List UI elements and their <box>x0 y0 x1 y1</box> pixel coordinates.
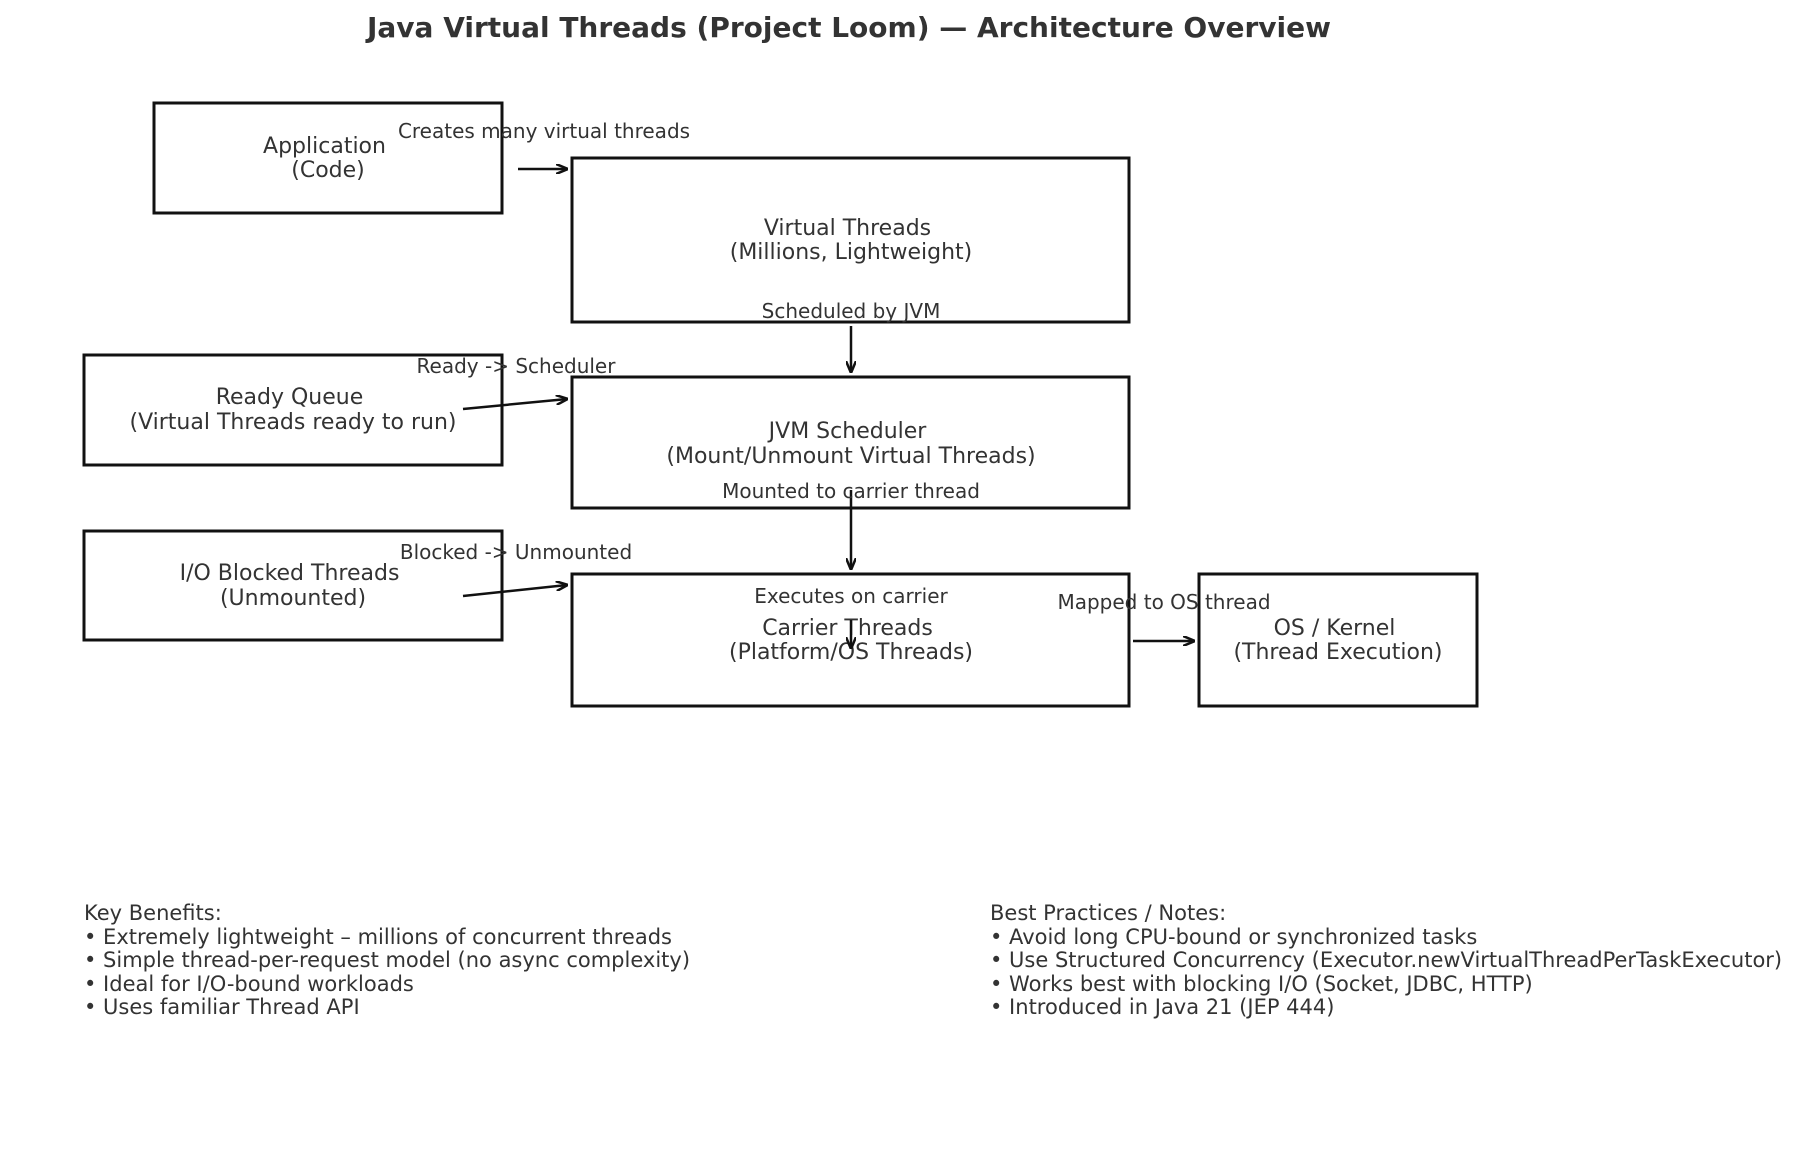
node-application-box <box>152 101 504 215</box>
svg-text:JVM Scheduler (Mount/Unm: JVM Scheduler (Mount/Unmount Virtual Thr… <box>666 419 1035 469</box>
edge-ready-queue-to-scheduler: Ready -> Scheduler <box>417 354 617 411</box>
edge-carrier-executes-label: Executes on carrier <box>754 584 948 608</box>
node-io-blocked-threads-box <box>82 529 504 642</box>
best-practices-item: • Avoid long CPU-bound or synchronized t… <box>990 925 1477 949</box>
edge-carrier-to-os-label: Mapped to OS thread <box>1057 590 1270 614</box>
key-benefits-item: • Extremely lightweight – millions of co… <box>84 925 672 949</box>
node-ready-queue: Ready Queue (Virtual Threads ready to ru… <box>82 353 504 467</box>
edge-app-to-virtual-threads: Creates many virtual threads <box>398 119 690 169</box>
svg-text:OS / Kernel (Thread Exec: OS / Kernel (Thread Execution) <box>1233 616 1442 665</box>
node-jvm-scheduler-title: JVM Scheduler <box>767 419 928 444</box>
edge-scheduler-to-carrier: Mounted to carrier thread <box>722 479 980 569</box>
node-ready-queue-box <box>82 353 504 467</box>
edge-carrier-executes: Executes on carrier <box>754 584 949 648</box>
edge-virtual-threads-to-scheduler-label: Scheduled by JVM <box>762 299 941 323</box>
node-virtual-threads-title: Virtual Threads <box>764 216 931 241</box>
key-benefits-item: • Ideal for I/O-bound workloads <box>84 972 414 996</box>
edge-scheduler-to-carrier-label: Mounted to carrier thread <box>722 479 980 503</box>
node-application: Application (Code) <box>152 101 504 215</box>
node-jvm-scheduler-box <box>570 375 1131 510</box>
node-virtual-threads-box <box>570 156 1131 324</box>
key-benefits-item: • Simple thread-per-request model (no as… <box>84 948 690 972</box>
svg-text:I/O Blocked Threads (Unm: I/O Blocked Threads (Unmounted) <box>180 561 407 611</box>
node-jvm-scheduler: JVM Scheduler (Mount/Unmount Virtual Thr… <box>570 375 1131 510</box>
node-os-kernel: OS / Kernel (Thread Execution) <box>1197 572 1479 708</box>
node-carrier-threads-title: Carrier Threads <box>762 616 933 641</box>
best-practices-heading: Best Practices / Notes: <box>990 901 1226 925</box>
edge-ready-queue-to-scheduler-label: Ready -> Scheduler <box>417 354 617 378</box>
key-benefits-heading: Key Benefits: <box>84 901 222 925</box>
node-io-blocked-threads-title: I/O Blocked Threads <box>180 561 400 586</box>
edge-blocked-to-carrier-label: Blocked -> Unmounted <box>400 540 632 564</box>
edge-ready-queue-to-scheduler-arrow <box>462 399 567 411</box>
svg-text:Application (Code): Application (Code) <box>263 134 393 183</box>
node-os-kernel-title: OS / Kernel <box>1274 616 1396 641</box>
best-practices-item: • Use Structured Concurrency (Executor.n… <box>990 948 1782 972</box>
diagram-title: Java Virtual Threads (Project Loom) — Ar… <box>365 11 1331 44</box>
best-practices-item: • Works best with blocking I/O (Socket, … <box>990 972 1533 996</box>
edge-blocked-to-carrier: Blocked -> Unmounted <box>400 540 632 598</box>
node-jvm-scheduler-subtitle: (Mount/Unmount Virtual Threads) <box>666 444 1035 469</box>
node-application-title: Application <box>263 134 386 159</box>
node-virtual-threads-subtitle: (Millions, Lightweight) <box>730 240 973 265</box>
node-os-kernel-box <box>1197 572 1479 708</box>
node-ready-queue-subtitle: (Virtual Threads ready to run) <box>130 410 457 435</box>
best-practices-item: • Introduced in Java 21 (JEP 444) <box>990 995 1334 1019</box>
edge-app-to-virtual-threads-label: Creates many virtual threads <box>398 119 690 143</box>
node-virtual-threads: Virtual Threads (Millions, Lightweight) <box>570 156 1131 324</box>
node-application-subtitle: (Code) <box>291 158 365 183</box>
svg-text:Virtual Threads (Million: Virtual Threads (Millions, Lightweight) <box>730 216 973 265</box>
node-io-blocked-threads: I/O Blocked Threads (Unmounted) <box>82 529 504 642</box>
node-ready-queue-title: Ready Queue <box>216 385 364 410</box>
node-io-blocked-threads-subtitle: (Unmounted) <box>220 586 366 611</box>
key-benefits-item: • Uses familiar Thread API <box>84 995 360 1019</box>
node-os-kernel-subtitle: (Thread Execution) <box>1233 640 1442 665</box>
edge-carrier-to-os: Mapped to OS thread <box>1057 590 1271 641</box>
edge-blocked-to-carrier-arrow <box>462 585 567 598</box>
best-practices-note: Best Practices / Notes: • Avoid long CPU… <box>990 901 1782 1019</box>
svg-text:Ready Queue (Virtual Thr: Ready Queue (Virtual Threads ready to ru… <box>130 385 457 435</box>
key-benefits-note: Key Benefits: • Extremely lightweight – … <box>84 901 690 1019</box>
edge-virtual-threads-to-scheduler: Scheduled by JVM <box>762 299 941 372</box>
